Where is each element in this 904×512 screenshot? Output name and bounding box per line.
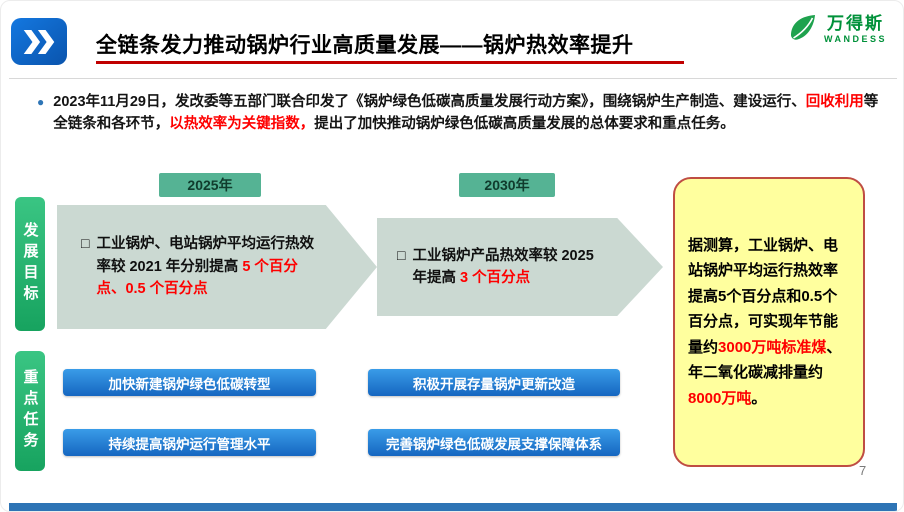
section-label-goals: 发展目标 (15, 197, 45, 331)
goal-2025-text: 工业锅炉、电站锅炉平均运行热效率较 2021 年分别提高 5 个百分点、0.5 … (96, 233, 315, 300)
goal-2025-highlight: 5 个百分点、0.5 个百分点 (96, 258, 298, 298)
task-pill-operation-management: 持续提高锅炉运行管理水平 (63, 429, 316, 456)
estimate-callout-text: 据测算，工业锅炉、电站锅炉平均运行热效率提高5个百分点和0.5个百分点，可实现年… (688, 233, 850, 412)
checkbox-icon: □ (397, 246, 406, 263)
goal-2030-seg: 工业锅炉产品热效率较 2025 年提高 (412, 247, 594, 286)
goal-arrow-2030: □ 工业锅炉产品热效率较 2025 年提高 3 个百分点 (377, 218, 663, 316)
double-chevron-icon (11, 18, 67, 65)
year-tag-2025: 2025年 (159, 173, 261, 197)
goal-arrow-2025-content: □ 工业锅炉、电站锅炉平均运行热效率较 2021 年分别提高 5 个百分点、0.… (81, 233, 315, 300)
goal-arrow-2025: □ 工业锅炉、电站锅炉平均运行热效率较 2021 年分别提高 5 个百分点、0.… (57, 205, 377, 329)
logo-name-cn: 万得斯 (826, 14, 884, 33)
goal-2025-seg: 工业锅炉、电站锅炉平均运行热效率较 2021 年分别提高 (96, 236, 314, 275)
title-underline (96, 61, 684, 64)
chevron-right-icon (23, 29, 55, 54)
page-title: 全链条发力推动锅炉行业高质量发展——锅炉热效率提升 (96, 34, 634, 57)
leaf-logo-icon (790, 14, 815, 40)
intro-seg1: 2023年11月29日，发改委等五部门联合印发了《锅炉绿色低碳高质量发展行动方案… (53, 94, 806, 110)
year-tag-2030: 2030年 (459, 173, 555, 197)
page-number: 7 (859, 463, 867, 478)
task-pill-retrofit: 积极开展存量锅炉更新改造 (368, 369, 620, 396)
logo-text: 万得斯 WANDESS (824, 9, 887, 44)
intro-text: 2023年11月29日，发改委等五部门联合印发了《锅炉绿色低碳高质量发展行动方案… (53, 91, 885, 136)
goal-arrow-2030-content: □ 工业锅炉产品热效率较 2025 年提高 3 个百分点 (397, 245, 607, 290)
callout-seg1: 据测算，工业锅炉、电站锅炉平均运行热效率提高5个百分点和0.5个百分点，可实现年… (688, 236, 839, 356)
intro-seg3: 等全链条和各环节， (53, 94, 879, 133)
estimate-callout: 据测算，工业锅炉、电站锅炉平均运行热效率提高5个百分点和0.5个百分点，可实现年… (673, 177, 865, 467)
callout-seg3: 、年二氧化碳减排量约 (688, 338, 842, 382)
callout-co2-highlight: 8000万吨 (688, 389, 752, 407)
goal-2030-highlight: 3 个百分点 (460, 270, 531, 286)
goal-2030-text: 工业锅炉产品热效率较 2025 年提高 3 个百分点 (412, 245, 607, 290)
task-pill-green-transition: 加快新建锅炉绿色低碳转型 (63, 369, 316, 396)
footer-bar (9, 503, 897, 511)
bullet-icon: ● (37, 95, 45, 109)
callout-coal-highlight: 3000万吨标准煤 (718, 338, 827, 356)
callout-seg5: 。 (751, 389, 767, 407)
company-logo: 万得斯 WANDESS (788, 9, 887, 44)
intro-seg4-highlight: 以热效率为关键指数， (169, 116, 315, 133)
section-label-tasks: 重点任务 (15, 351, 45, 471)
logo-name-en: WANDESS (823, 34, 887, 44)
checkbox-icon: □ (81, 235, 90, 252)
intro-seg5: 提出了加快推动锅炉绿色低碳高质量发展的总体要求和重点任务。 (314, 116, 735, 133)
intro-paragraph: ● 2023年11月29日，发改委等五部门联合印发了《锅炉绿色低碳高质量发展行动… (37, 91, 885, 136)
task-pill-support-system: 完善锅炉绿色低碳发展支撑保障体系 (368, 429, 620, 456)
intro-seg2-highlight: 回收利用 (805, 94, 864, 110)
header-divider (9, 78, 897, 79)
